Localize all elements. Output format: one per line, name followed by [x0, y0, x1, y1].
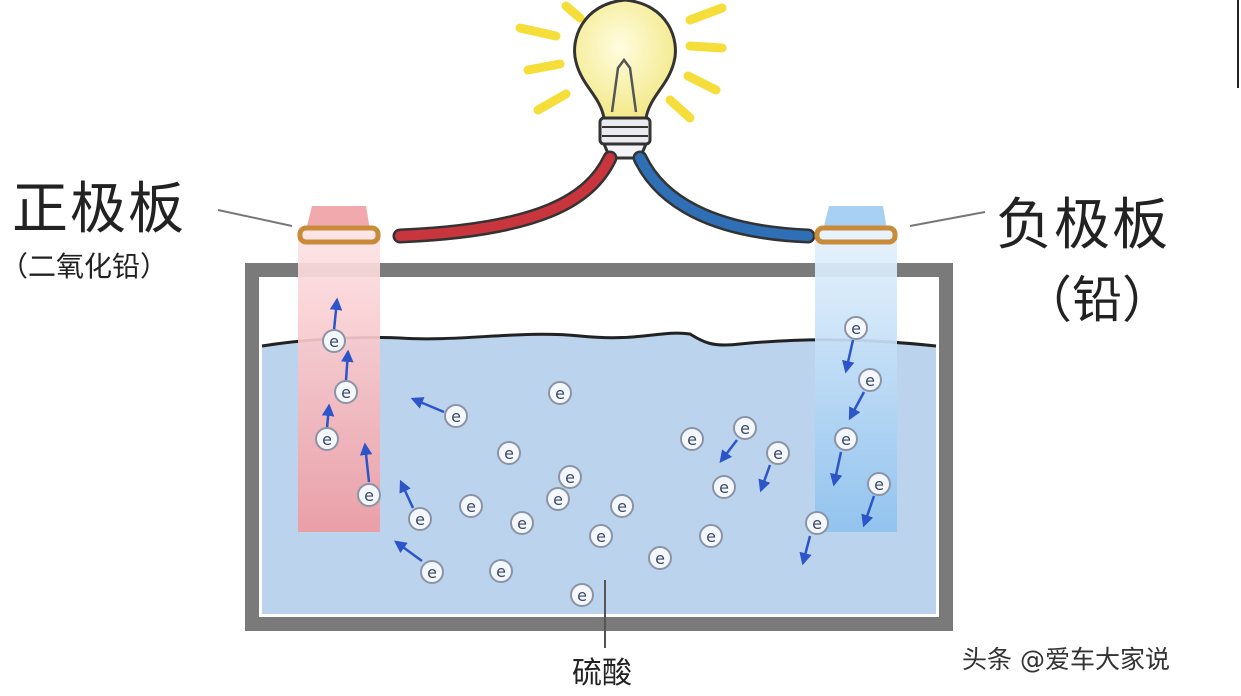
electron-icon: e — [834, 427, 858, 451]
sulfuric-acid-electrolyte — [262, 333, 936, 614]
svg-text:e: e — [773, 444, 783, 463]
svg-text:e: e — [427, 563, 437, 582]
svg-text:e: e — [451, 407, 461, 426]
battery-container — [245, 263, 953, 631]
svg-text:e: e — [841, 430, 851, 449]
electron-flow-arrow — [399, 479, 415, 509]
electron-flow-arrow — [719, 439, 738, 463]
electron-flow-arrow — [410, 397, 445, 414]
negative-pointer-line — [909, 211, 986, 227]
electron-icon: e — [408, 507, 432, 531]
electron-flow-arrow — [341, 349, 354, 381]
svg-text:e: e — [555, 384, 565, 403]
svg-text:e: e — [851, 319, 861, 338]
positive-plate — [297, 206, 381, 532]
svg-text:e: e — [687, 430, 697, 449]
electron-icon: e — [610, 494, 634, 518]
svg-text:e: e — [496, 562, 506, 581]
svg-text:e: e — [565, 468, 575, 487]
svg-text:e: e — [466, 497, 476, 516]
electron-icon: e — [858, 368, 882, 392]
light-rays — [515, 1, 727, 123]
positive-material-label: （二氧化铅） — [0, 250, 169, 283]
svg-text:e: e — [706, 527, 716, 546]
electron-flow-arrow — [842, 339, 855, 374]
electron-icon: e — [805, 511, 829, 535]
svg-text:e: e — [874, 475, 884, 494]
svg-text:e: e — [577, 586, 587, 605]
svg-text:e: e — [655, 549, 665, 568]
electron-flow-arrow — [359, 442, 373, 483]
svg-text:e: e — [596, 527, 606, 546]
edge-divider — [1237, 0, 1239, 88]
electron-flow-arrow — [861, 495, 876, 528]
electron-flow-arrow — [329, 297, 343, 331]
svg-text:e: e — [341, 383, 351, 402]
electron-icon: e — [733, 416, 757, 440]
electron-icon: e — [546, 487, 570, 511]
electron-flow-arrows — [321, 297, 876, 566]
svg-text:e: e — [553, 490, 563, 509]
svg-text:e: e — [812, 514, 822, 533]
electron-icon: e — [589, 524, 613, 548]
electron-flow-arrow — [799, 535, 812, 566]
svg-text:e: e — [865, 371, 875, 390]
electron-icon: e — [497, 441, 521, 465]
negative-material-label: （铅） — [1022, 271, 1172, 329]
electron-icon: e — [322, 329, 346, 353]
svg-text:e: e — [517, 514, 527, 533]
electron-icon: e — [489, 559, 513, 583]
electron-icon: e — [315, 427, 339, 451]
electron-icon: e — [510, 511, 534, 535]
electron-icon: e — [680, 427, 704, 451]
electron-icon: e — [334, 380, 358, 404]
electron-icon: e — [570, 583, 594, 607]
electron-flow-arrow — [393, 540, 423, 563]
electron-icon: e — [844, 316, 868, 340]
electron-icon: e — [558, 465, 582, 489]
electron-icon: e — [357, 483, 381, 507]
electron-icon: e — [648, 546, 672, 570]
electron-icon: e — [867, 472, 891, 496]
svg-text:e: e — [329, 332, 339, 351]
svg-text:e: e — [504, 444, 514, 463]
electron-flow-arrow — [321, 403, 335, 429]
svg-text:e: e — [415, 510, 425, 529]
electron-icon: e — [699, 524, 723, 548]
svg-text:e: e — [719, 478, 729, 497]
electron-flow-arrow — [848, 391, 866, 421]
svg-text:e: e — [617, 497, 627, 516]
electron-icon: e — [444, 404, 468, 428]
light-bulb — [573, 0, 677, 160]
electron-flow-arrow — [758, 464, 772, 493]
electrolyte-label: 硫酸 — [572, 656, 632, 691]
electron-icon: e — [420, 560, 444, 584]
svg-text:e: e — [364, 486, 374, 505]
positive-pointer-line — [217, 209, 293, 227]
electron-flow-arrow — [830, 451, 843, 487]
electron-icon: e — [766, 441, 790, 465]
watermark: 头条 @爱车大家说 — [962, 645, 1170, 674]
svg-text:e: e — [322, 430, 332, 449]
electron-icon: e — [459, 494, 483, 518]
electron-icon: e — [548, 381, 572, 405]
svg-text:e: e — [740, 419, 750, 438]
positive-plate-label: 正极板 — [12, 177, 186, 242]
negative-plate-label: 负极板 — [996, 193, 1170, 258]
electron-icon: e — [712, 475, 736, 499]
